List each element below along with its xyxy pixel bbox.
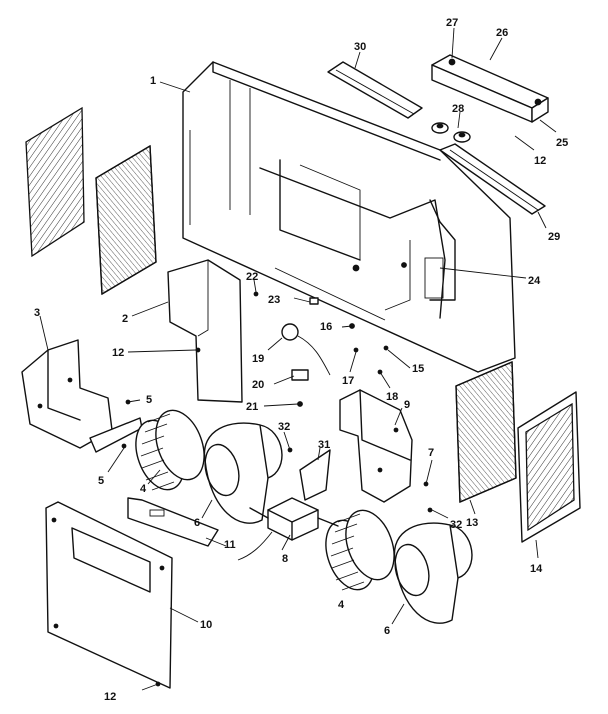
label-part-25: 25 <box>556 137 568 149</box>
label-part-15: 15 <box>412 363 424 375</box>
top-strip-part-30 <box>327 61 423 119</box>
label-part-11: 11 <box>224 539 236 551</box>
label-part-16: 16 <box>320 321 332 333</box>
hardware-small-parts <box>121 291 433 687</box>
leader-lines <box>39 27 557 691</box>
right-bracket-part-9 <box>339 389 413 503</box>
label-part-31: 31 <box>318 439 330 451</box>
motor-part-8 <box>237 497 339 561</box>
label-part-1: 1 <box>150 75 156 87</box>
label-part-8: 8 <box>282 553 288 565</box>
label-part-2: 2 <box>122 313 128 325</box>
label-part-14: 14 <box>530 563 543 575</box>
label-part-32-upper: 32 <box>278 421 290 433</box>
label-part-12-bottom: 12 <box>104 691 116 703</box>
label-part-3: 3 <box>34 307 40 319</box>
switch-box-part-26 <box>431 54 549 123</box>
duct-panel-part-2 <box>167 259 243 403</box>
label-part-13: 13 <box>466 517 478 529</box>
label-part-26: 26 <box>496 27 508 39</box>
label-part-6-right: 6 <box>384 625 390 637</box>
label-part-30: 30 <box>354 41 366 53</box>
blower-wheel-left-part-4 <box>135 409 205 491</box>
label-part-4-left: 4 <box>140 483 147 495</box>
label-part-28: 28 <box>452 103 464 115</box>
right-filter-part-13 <box>455 361 517 503</box>
label-part-23: 23 <box>268 294 280 306</box>
label-part-32-lower: 32 <box>450 519 462 531</box>
blower-housing-left-part-6 <box>203 422 283 524</box>
left-filter-inner <box>95 144 157 296</box>
label-part-20: 20 <box>252 379 264 391</box>
front-panel-part-10 <box>45 501 173 689</box>
label-part-5-lower: 5 <box>98 475 104 487</box>
knobs-part-28 <box>431 122 471 143</box>
label-part-27: 27 <box>446 17 458 29</box>
left-filter-outer <box>25 106 85 258</box>
label-part-5-upper: 5 <box>146 394 152 406</box>
label-part-22: 22 <box>246 271 258 283</box>
label-part-12-middle: 12 <box>112 347 124 359</box>
label-part-18: 18 <box>386 391 398 403</box>
label-part-4-right: 4 <box>338 599 345 611</box>
label-part-17: 17 <box>342 375 354 387</box>
blower-housing-right-part-6 <box>393 522 473 624</box>
label-part-7: 7 <box>428 447 434 459</box>
label-part-6-left: 6 <box>194 517 200 529</box>
label-part-24: 24 <box>528 275 541 287</box>
label-part-29: 29 <box>548 231 560 243</box>
label-part-9: 9 <box>404 399 410 411</box>
label-part-12-top: 12 <box>534 155 546 167</box>
grille-frame-part-14 <box>517 391 581 543</box>
plate-part-11 <box>127 497 219 547</box>
label-part-21: 21 <box>246 401 258 413</box>
left-bracket-part-3 <box>21 339 143 453</box>
blower-wheel-right-part-4 <box>325 509 395 591</box>
front-strip-part-29 <box>439 143 546 215</box>
label-part-10: 10 <box>200 619 212 631</box>
label-part-19: 19 <box>252 353 264 365</box>
housing-part-1 <box>182 61 516 373</box>
part-labels: 1 2 3 4 4 5 5 6 6 7 8 9 10 11 12 12 12 1… <box>34 17 568 703</box>
